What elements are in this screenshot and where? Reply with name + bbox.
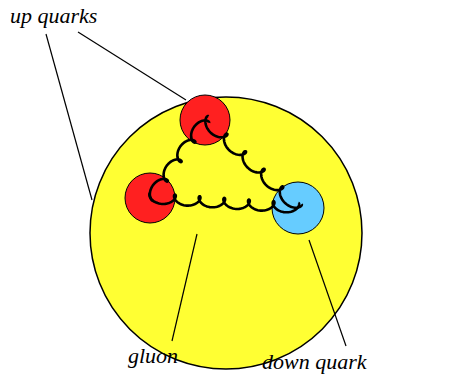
leader-line	[172, 234, 197, 341]
part-label: down quark	[262, 350, 367, 374]
gluon-line	[150, 120, 209, 201]
leader-line	[78, 32, 186, 100]
part-label: gluon	[128, 344, 178, 368]
part-label: up quarks	[10, 4, 97, 28]
gluon-line	[149, 193, 299, 212]
leader-lines	[46, 32, 346, 346]
gluon-lines	[149, 116, 301, 212]
proton-body	[90, 97, 362, 369]
leader-line	[46, 34, 92, 200]
gluon-line	[205, 116, 301, 208]
leader-line	[309, 240, 346, 346]
